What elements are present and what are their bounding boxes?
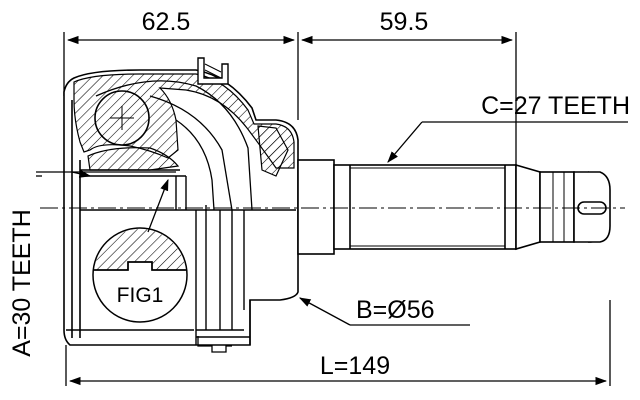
- overall-length-label: L=149: [320, 352, 390, 380]
- figure-label: FIG1: [117, 284, 164, 307]
- a-teeth-leader: [36, 169, 176, 178]
- output-shaft: [297, 159, 611, 255]
- spline-marks: [350, 167, 505, 247]
- dimension-top-left: 62.5: [142, 8, 191, 36]
- hatched-housing-section: [73, 73, 295, 177]
- housing-vertical-lines: [66, 169, 296, 345]
- outer-spline-label: C=27 TEETH: [481, 92, 630, 120]
- seal-diameter-label: B=Ø56: [356, 296, 435, 324]
- b-diameter-leader: [298, 297, 470, 326]
- c-teeth-leader: [387, 121, 628, 163]
- housing-notch: [197, 336, 232, 353]
- housing-tab: [197, 57, 229, 85]
- fig1-detail: [92, 227, 188, 323]
- dimension-top-right: 59.5: [380, 8, 429, 36]
- race-curves: [95, 80, 253, 211]
- fig1-leader: [147, 178, 169, 233]
- inner-spline-label: A=30 TEETH: [8, 209, 36, 357]
- dimension-lines: [63, 32, 611, 386]
